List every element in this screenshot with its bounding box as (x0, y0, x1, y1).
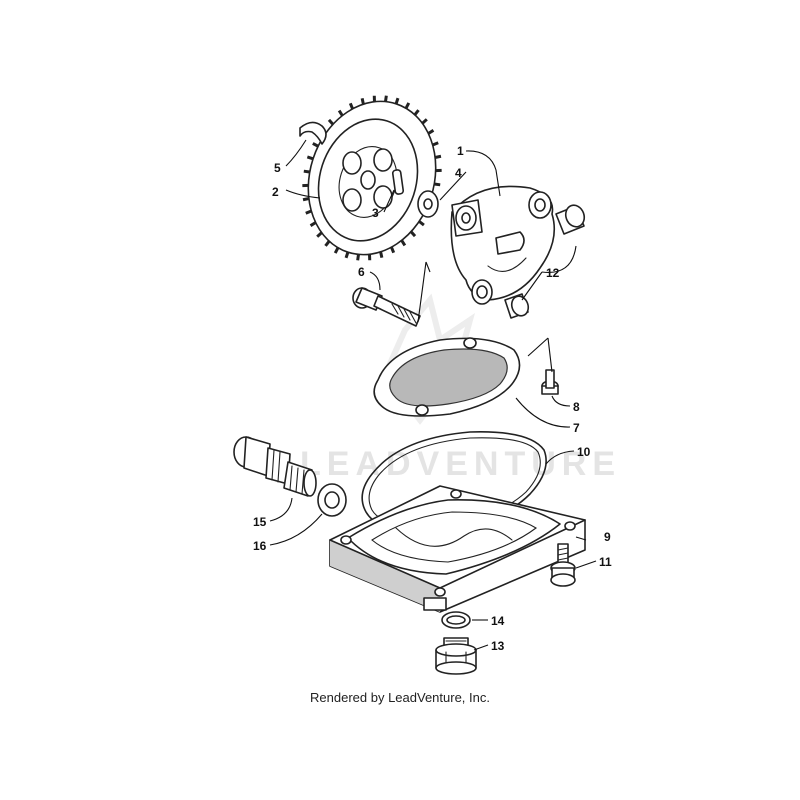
dowel-pin-upper[interactable] (555, 203, 587, 235)
gear-tooth (306, 155, 314, 161)
gear-tooth (400, 239, 407, 247)
gear-tooth (409, 230, 417, 238)
cover-gasket[interactable] (361, 431, 547, 534)
callout-5: 5 (274, 161, 281, 175)
callout-10: 10 (577, 445, 591, 459)
gear-tooth (418, 220, 425, 227)
gear-tooth (379, 251, 384, 259)
callout-12: 12 (546, 266, 560, 280)
drive-pin[interactable] (391, 169, 405, 195)
gear-tooth (404, 102, 411, 109)
callout-3: 3 (372, 206, 379, 220)
snap-ring[interactable] (299, 121, 327, 145)
callout-9: 9 (604, 530, 611, 544)
gear-tooth (427, 129, 435, 135)
gear-tooth (333, 247, 340, 254)
cover-bolt[interactable] (550, 543, 576, 587)
gear-tooth (360, 97, 365, 105)
oil-pump-gear[interactable] (289, 85, 455, 272)
gear-tooth (356, 254, 360, 261)
gear-tooth (309, 221, 317, 227)
oil-strainer[interactable] (373, 337, 521, 417)
gear-tooth (421, 118, 428, 125)
gear-tooth (337, 109, 344, 117)
watermark-text: LEADVENTURE (300, 445, 621, 483)
gear-tooth (413, 109, 420, 116)
strainer-screw[interactable] (541, 369, 559, 395)
pressure-relief-valve[interactable] (233, 436, 317, 497)
callout-15: 15 (253, 515, 267, 529)
drain-plug-gasket[interactable] (441, 611, 471, 629)
callout-6: 6 (358, 265, 365, 279)
gear-tooth (316, 231, 323, 238)
gear-tooth (312, 142, 319, 148)
leader-lines (269, 139, 597, 651)
gear-tooth (302, 197, 310, 202)
callout-labels: 1 2 3 4 5 6 7 8 9 10 11 12 13 14 15 16 (253, 144, 612, 653)
callout-1: 1 (457, 144, 464, 158)
drain-plug[interactable] (435, 637, 477, 675)
callout-16: 16 (253, 539, 267, 553)
render-credit: Rendered by LeadVenture, Inc. (310, 690, 490, 705)
callout-7: 7 (573, 421, 580, 435)
oil-pump-assembly[interactable] (450, 185, 556, 305)
gear-tooth (434, 182, 441, 187)
sealing-washer[interactable] (317, 483, 347, 517)
callout-13: 13 (491, 639, 505, 653)
gear-tooth (324, 240, 331, 247)
gear-tooth (303, 169, 310, 174)
gear-tooth (305, 209, 312, 215)
gear-tooth (344, 251, 350, 259)
gear-tooth (384, 95, 388, 102)
dowel-pin-lower[interactable] (504, 293, 531, 319)
callout-2: 2 (272, 185, 279, 199)
callout-4: 4 (455, 166, 462, 180)
callout-8: 8 (573, 400, 580, 414)
gear-tooth (434, 154, 442, 159)
washer[interactable] (417, 190, 439, 218)
callout-11: 11 (599, 555, 612, 569)
oil-pump-cover[interactable] (329, 485, 586, 613)
gear-tooth (432, 141, 439, 147)
pump-mounting-screw[interactable] (352, 287, 421, 327)
gear-tooth (394, 97, 400, 105)
gear-tooth (327, 118, 335, 126)
callout-14: 14 (491, 614, 505, 628)
gear-tooth (390, 246, 396, 254)
gear-tooth (348, 102, 354, 110)
